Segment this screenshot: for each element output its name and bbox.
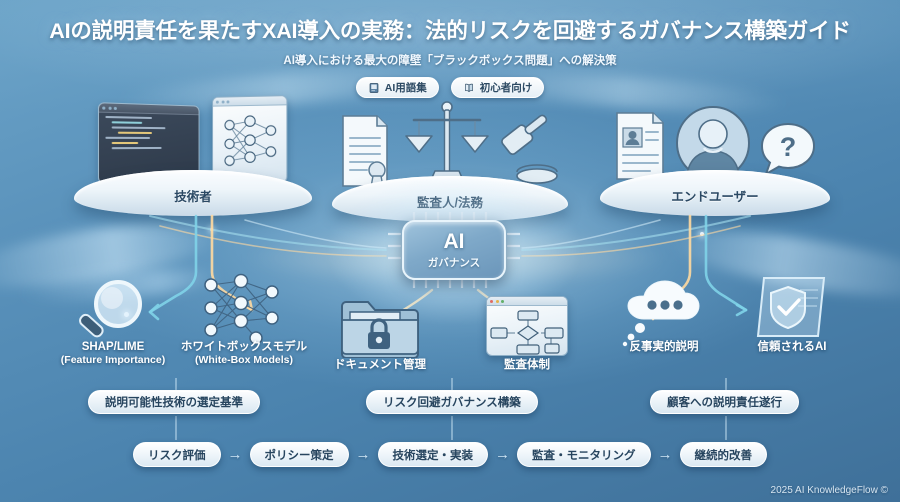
scales-of-justice-icon bbox=[405, 101, 489, 181]
flow-step-continuous-improvement[interactable]: 継続的改善 bbox=[679, 442, 767, 467]
flow-step-policy-making[interactable]: ポリシー策定 bbox=[249, 442, 349, 467]
label-shap-lime: SHAP/LIME (Feature Importance) bbox=[60, 341, 166, 367]
sparkle bbox=[210, 228, 213, 231]
certificate-icon bbox=[342, 115, 388, 189]
page-subtitle: AI導入における最大の障壁「ブラックボックス問題」への解決策 bbox=[283, 55, 617, 67]
label-counterfactual: 反事実的説明 bbox=[629, 341, 699, 353]
pill-accountability[interactable]: 顧客への説明責任遂行 bbox=[650, 390, 799, 414]
pod-engineer: 技術者 bbox=[74, 95, 312, 216]
pod-engineer-label: 技術者 bbox=[174, 190, 212, 204]
flow-arrow-icon: → bbox=[355, 446, 371, 463]
page-title: AIの説明責任を果たすXAI導入の実務：法的リスクを回避するガバナンス構築ガイド bbox=[49, 19, 851, 43]
label-white-box: ホワイトボックスモデル (White-Box Models) bbox=[180, 341, 308, 367]
ai-core-chip: AI ガバナンス bbox=[402, 220, 506, 280]
pill-selection-criteria[interactable]: 説明可能性技術の選定基準 bbox=[88, 390, 260, 414]
badge-label: 初心者向け bbox=[479, 82, 533, 94]
flow-step-risk-assessment[interactable]: リスク評価 bbox=[133, 442, 221, 467]
sparkle bbox=[700, 232, 704, 236]
badge-for-beginners[interactable]: 初心者向け bbox=[450, 77, 545, 98]
badge-group: AI用語集 初心者向け bbox=[0, 77, 900, 98]
pill-risk-governance[interactable]: リスク回避ガバナンス構築 bbox=[366, 390, 538, 414]
book-closed-icon bbox=[369, 82, 379, 93]
pod-engineer-surface bbox=[74, 170, 312, 216]
pod-enduser: ? エンドユーザー bbox=[600, 106, 830, 216]
label-audit-system: 監査体制 bbox=[504, 359, 550, 371]
flowchart-window-icon bbox=[486, 296, 568, 356]
thought-cloud-icon bbox=[622, 280, 700, 347]
flow-arrow-icon: → bbox=[495, 446, 510, 463]
neural-network-icon bbox=[212, 95, 288, 183]
badge-ai-glossary[interactable]: AI用語集 bbox=[355, 77, 439, 98]
magnifier-icon bbox=[79, 280, 142, 338]
pod-engineer-icons bbox=[74, 95, 312, 184]
flow-step-audit-monitoring[interactable]: 監査・モニタリング bbox=[517, 442, 651, 467]
user-avatar-icon bbox=[676, 106, 750, 180]
book-open-icon bbox=[464, 83, 473, 92]
flow-arrow-icon: → bbox=[657, 446, 673, 463]
question-bubble-icon: ? bbox=[760, 122, 816, 177]
flow-arrow-icon: → bbox=[227, 446, 243, 463]
pod-enduser-icons: ? bbox=[600, 104, 830, 182]
footer-credit: 2025 AI KnowledgeFlow © bbox=[770, 485, 888, 496]
profile-document-icon bbox=[616, 112, 664, 180]
neural-network-icon bbox=[204, 273, 279, 344]
ai-governance-core: AI ガバナンス bbox=[328, 178, 580, 324]
header: AIの説明責任を果たすXAI導入の実務：法的リスクを回避するガバナンス構築ガイド… bbox=[0, 0, 900, 112]
badge-label: AI用語集 bbox=[384, 82, 427, 94]
pod-enduser-label: エンドユーザー bbox=[671, 190, 759, 204]
locked-folder-icon bbox=[341, 301, 419, 358]
core-subtitle: ガバナンス bbox=[427, 256, 481, 269]
label-document-mgmt: ドキュメント管理 bbox=[334, 359, 426, 371]
svg-text:?: ? bbox=[780, 132, 797, 162]
label-trusted-ai: 信頼されるAI bbox=[757, 341, 827, 353]
pod-enduser-surface bbox=[600, 170, 830, 216]
shield-check-icon bbox=[756, 277, 826, 337]
process-flow: リスク評価 → ポリシー策定 → 技術選定・実装 → 監査・モニタリング → 継… bbox=[0, 442, 900, 467]
core-title: AI bbox=[443, 229, 465, 253]
flow-step-tech-implementation[interactable]: 技術選定・実装 bbox=[377, 442, 488, 467]
